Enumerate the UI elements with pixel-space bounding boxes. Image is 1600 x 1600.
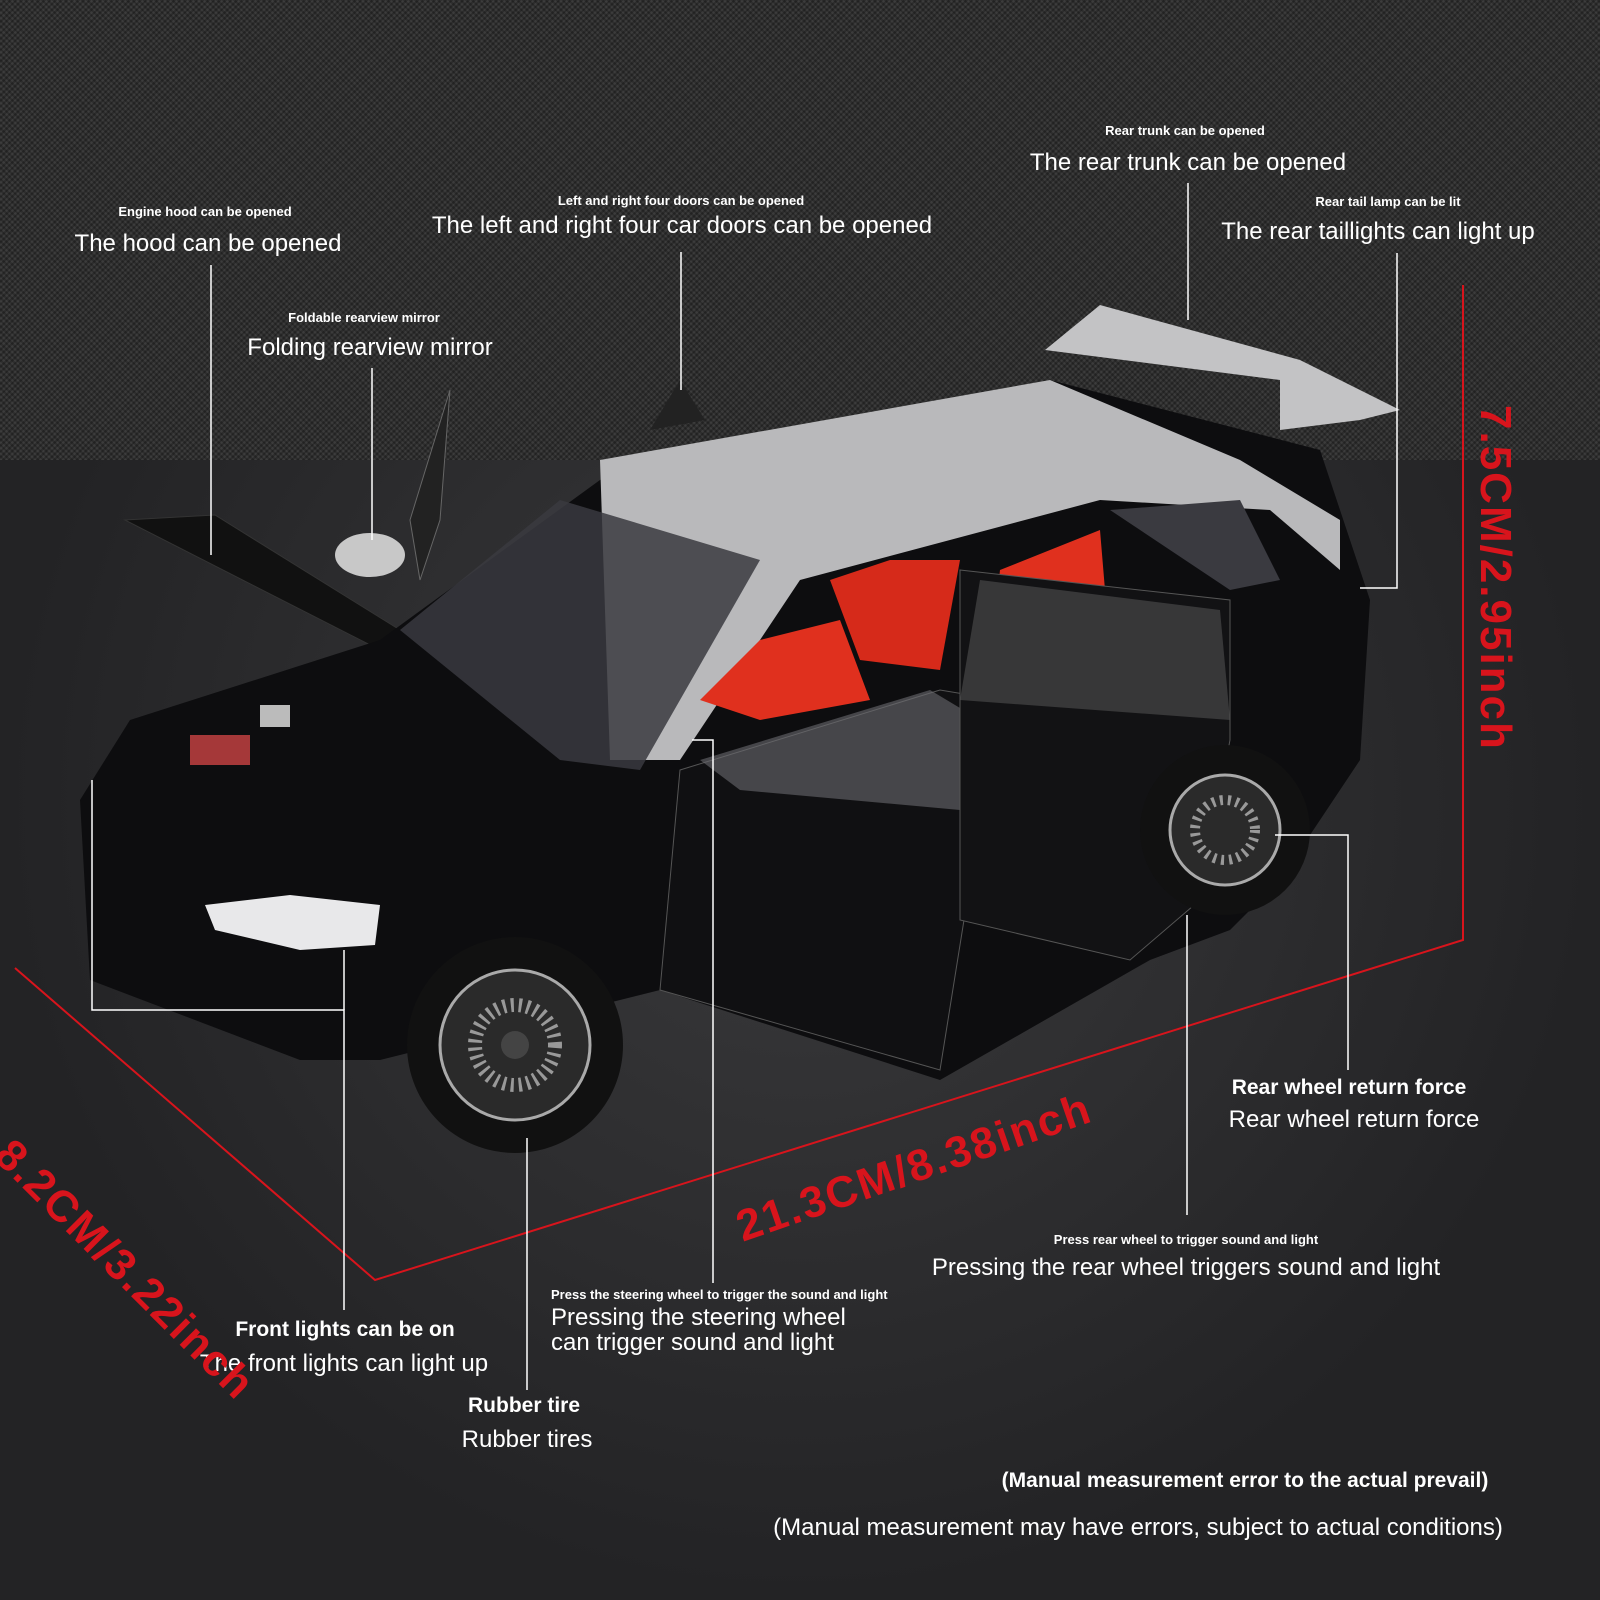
steering-callout: Press the steering wheel to trigger the …	[551, 1287, 896, 1355]
hood-callout-small: Engine hood can be opened	[118, 204, 292, 219]
trunk-callout-small: Rear trunk can be opened	[1105, 123, 1265, 138]
taillights-callout-large: The rear taillights can light up	[1221, 218, 1535, 245]
rear-wheel-force-large: Rear wheel return force	[1228, 1106, 1480, 1133]
tires-callout-large: Rubber tires	[461, 1426, 593, 1453]
callout-lines	[91, 183, 1398, 1390]
mirror-callout-large: Folding rearview mirror	[247, 334, 493, 361]
rear-wheel	[1140, 745, 1310, 915]
steering-callout-small: Press the steering wheel to trigger the …	[551, 1287, 888, 1302]
trunk-callout-large: The rear trunk can be opened	[1029, 149, 1347, 176]
height-dimension-label: 7.5CM/2.95inch	[1471, 405, 1520, 751]
front-lights-callout-large: The front lights can light up	[199, 1350, 489, 1377]
rear-wheel-sound-large: Pressing the rear wheel triggers sound a…	[931, 1254, 1441, 1281]
tires-callout-small: Rubber tire	[467, 1394, 581, 1417]
steering-callout-line-2: can trigger sound and light	[551, 1329, 834, 1356]
measurement-note-2: (Manual measurement may have errors, sub…	[773, 1514, 1503, 1541]
steering-callout-large: Pressing the steering wheel can trigger …	[551, 1305, 896, 1355]
doors-callout-large: The left and right four car doors can be…	[431, 212, 933, 239]
hood-callout-large: The hood can be opened	[74, 230, 342, 257]
doors-callout-small: Left and right four doors can be opened	[557, 193, 805, 208]
dimension-lines	[14, 285, 1464, 1282]
rear-wheel-force-small: Rear wheel return force	[1231, 1076, 1467, 1099]
front-lights-callout-small: Front lights can be on	[235, 1318, 455, 1341]
taillights-callout-small: Rear tail lamp can be lit	[1315, 194, 1461, 209]
mirror-callout-small: Foldable rearview mirror	[288, 310, 440, 325]
front-wheel	[407, 937, 623, 1153]
car-body	[80, 305, 1400, 1080]
rear-wheel-sound-small: Press rear wheel to trigger sound and li…	[1053, 1232, 1319, 1247]
carbon-fiber-backdrop	[0, 0, 1600, 460]
steering-callout-line-1: Pressing the steering wheel	[551, 1304, 846, 1331]
measurement-note-1: (Manual measurement error to the actual …	[1001, 1469, 1489, 1492]
